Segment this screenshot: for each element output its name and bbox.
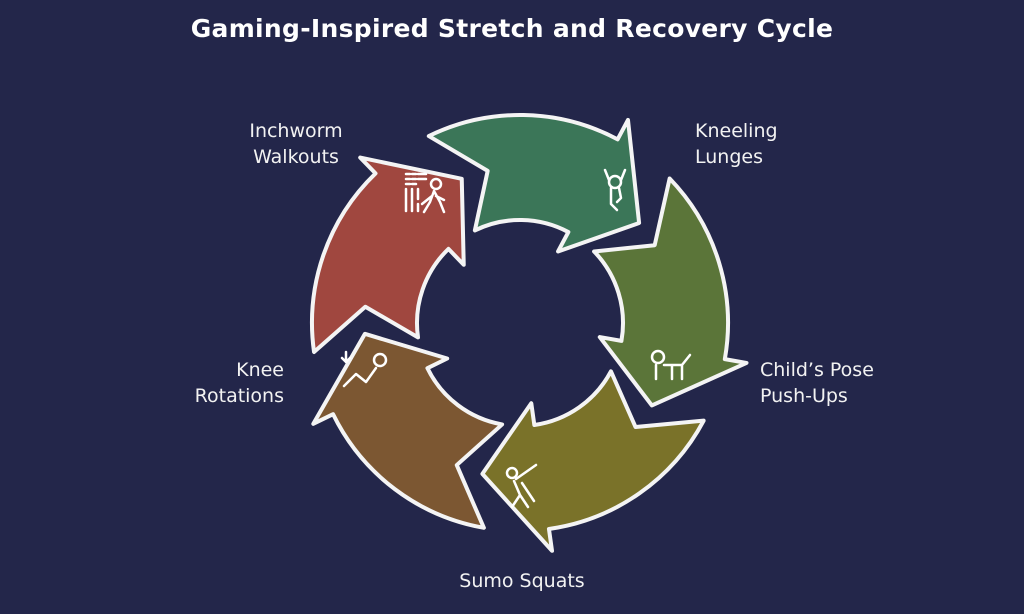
instructor-board-icon — [404, 172, 446, 214]
label-line: Rotations — [194, 385, 284, 407]
label-knee-rotations: Knee Rotations — [150, 357, 284, 409]
diagram-title: Gaming-Inspired Stretch and Recovery Cyc… — [190, 14, 834, 43]
label-line: Child’s Pose — [760, 359, 874, 381]
cycle-arrow-childs-pose-push-ups — [592, 176, 749, 408]
label-sumo-squats: Sumo Squats — [420, 568, 624, 594]
label-line: Sumo Squats — [459, 570, 585, 592]
label-line: Inchworm — [249, 120, 343, 142]
stretching-person-icon — [505, 463, 538, 509]
reclining-person-icon — [340, 350, 388, 388]
cycle-arrow-knee-rotations — [311, 331, 505, 530]
label-childs-pose-push-ups: Child’s Pose Push-Ups — [760, 357, 874, 409]
crawling-person-icon — [650, 349, 692, 381]
label-line: Lunges — [695, 146, 763, 168]
cycle-arrow-inchworm-walkouts — [310, 155, 466, 354]
label-line: Push-Ups — [760, 385, 848, 407]
label-line: Kneeling — [695, 120, 778, 142]
label-inchworm-walkouts: Inchworm Walkouts — [238, 118, 354, 170]
label-kneeling-lunges: Kneeling Lunges — [695, 118, 778, 170]
cycle-arrow-sumo-squats — [480, 369, 706, 553]
label-line: Knee — [236, 359, 284, 381]
cycle-arrow-kneeling-lunges — [426, 113, 642, 254]
label-line: Walkouts — [253, 146, 339, 168]
jumping-person-icon — [603, 168, 627, 212]
